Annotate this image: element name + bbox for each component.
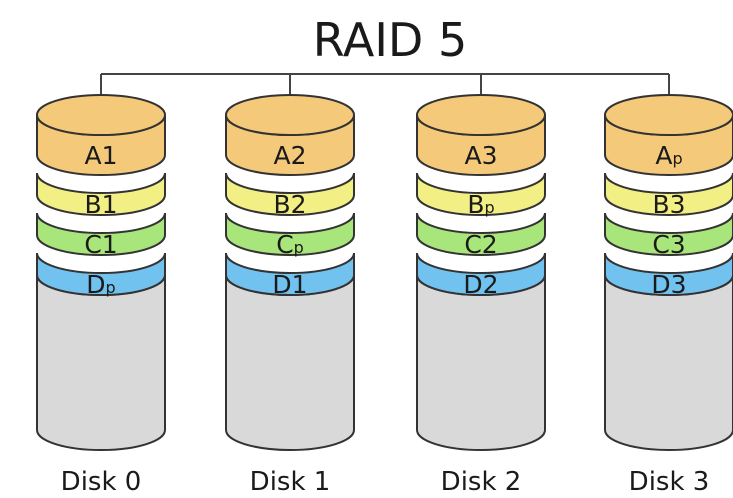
disk-top-cap <box>36 94 166 136</box>
disk-top-cap <box>416 94 546 136</box>
block-b <box>604 172 733 216</box>
block-label: D2 <box>463 270 498 299</box>
disk-label: Disk 3 <box>629 467 710 497</box>
block-label: A3 <box>464 141 497 170</box>
connector-bus <box>100 73 670 115</box>
block-label: C2 <box>464 230 497 259</box>
block-d <box>225 252 355 296</box>
disk-empty-space <box>36 274 166 451</box>
block-label: C1 <box>84 230 117 259</box>
block-d <box>416 252 546 296</box>
block-c <box>416 212 546 256</box>
block-label: A1 <box>84 141 117 170</box>
block-label: Ap <box>655 141 682 170</box>
block-label: Dp <box>86 270 115 299</box>
block-c <box>604 212 733 256</box>
block-d <box>604 252 733 296</box>
disk-empty-space <box>604 274 733 451</box>
disk-label: Disk 0 <box>61 467 142 497</box>
block-c <box>36 212 166 256</box>
block-b <box>225 172 355 216</box>
block-label: Cp <box>276 230 304 259</box>
disk-empty-space <box>416 274 546 451</box>
disk-top-cap <box>604 94 733 136</box>
block-label: Bp <box>467 190 494 219</box>
block-b-parity <box>416 172 546 216</box>
block-c-parity <box>225 212 355 256</box>
disk-empty-space <box>225 274 355 451</box>
diagram-title: RAID 5 <box>313 13 467 67</box>
block-label: B3 <box>652 190 685 219</box>
block-label: B2 <box>273 190 306 219</box>
block-label: C3 <box>652 230 685 259</box>
block-label: D1 <box>272 270 307 299</box>
disk-top-cap <box>225 94 355 136</box>
block-d-parity <box>36 252 166 296</box>
block-label: B1 <box>84 190 117 219</box>
disk-label: Disk 1 <box>250 467 331 497</box>
block-label: A2 <box>273 141 306 170</box>
block-b <box>36 172 166 216</box>
block-label: D3 <box>651 270 686 299</box>
disk-label: Disk 2 <box>441 467 522 497</box>
